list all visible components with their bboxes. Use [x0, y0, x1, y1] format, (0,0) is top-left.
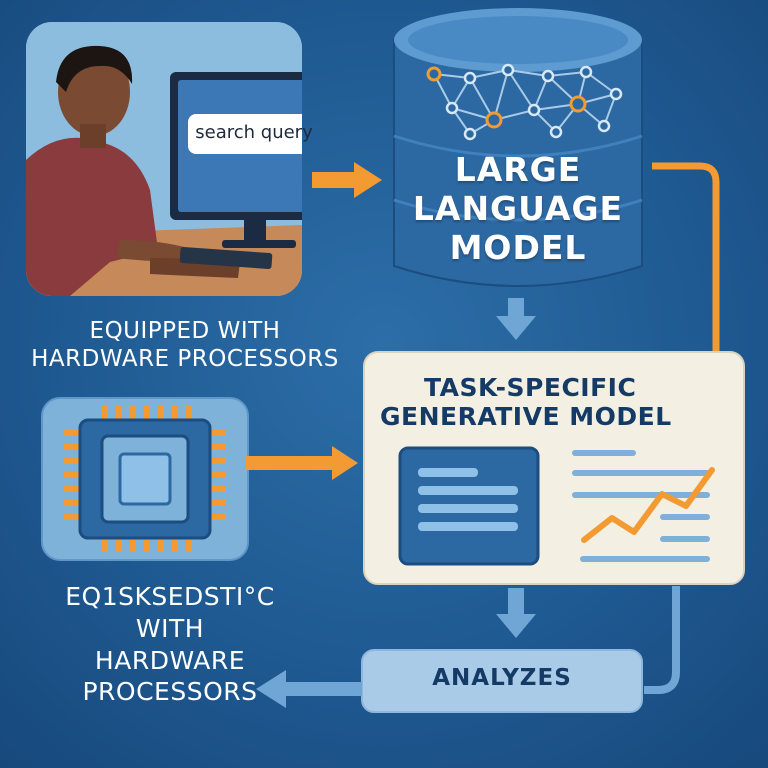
network-nodes	[426, 63, 623, 141]
llm-title-line-1: LARGE	[454, 150, 582, 189]
return-line	[644, 586, 680, 694]
computer-monitor-icon	[170, 72, 302, 248]
llm-title-line-3: MODEL	[449, 228, 587, 267]
user-computer-panel	[26, 22, 302, 296]
arrow-to-llm	[312, 162, 382, 198]
llm-title-line-2: LANGUAGE	[412, 189, 624, 228]
arrow-analyzes-to-output	[256, 670, 362, 708]
arrow-llm-to-task-model	[496, 298, 536, 340]
search-query-box: search query	[195, 122, 313, 143]
task-model-panel	[363, 351, 745, 585]
document-chart-icon	[572, 450, 715, 562]
equipped-label-2-line-1: EQ1SKSEDSTI°C	[65, 582, 275, 611]
equipped-label-2-line-4: PROCESSORS	[82, 677, 258, 706]
equipped-label-1-line-1: EQUIPPED WITH	[89, 318, 281, 344]
analyzes-box	[361, 649, 643, 713]
cpu-chip-icon	[41, 397, 249, 561]
arrow-task-to-analyzes	[496, 588, 536, 638]
equipped-label-2-line-3: HARDWARE	[94, 646, 246, 675]
task-model-title-line-1: TASK-SPECIFIC	[424, 373, 637, 402]
equipped-label-2-line-2: WITH	[135, 614, 205, 643]
task-model-title-line-2: GENERATIVE MODEL	[380, 402, 672, 431]
person-at-computer-icon	[26, 45, 273, 296]
equipped-label-1-line-2: HARDWARE PROCESSORS	[31, 346, 339, 372]
analyzes-label: ANALYZES	[432, 665, 572, 691]
document-card-icon	[398, 446, 540, 566]
arrow-chip-to-task-model	[246, 446, 358, 480]
